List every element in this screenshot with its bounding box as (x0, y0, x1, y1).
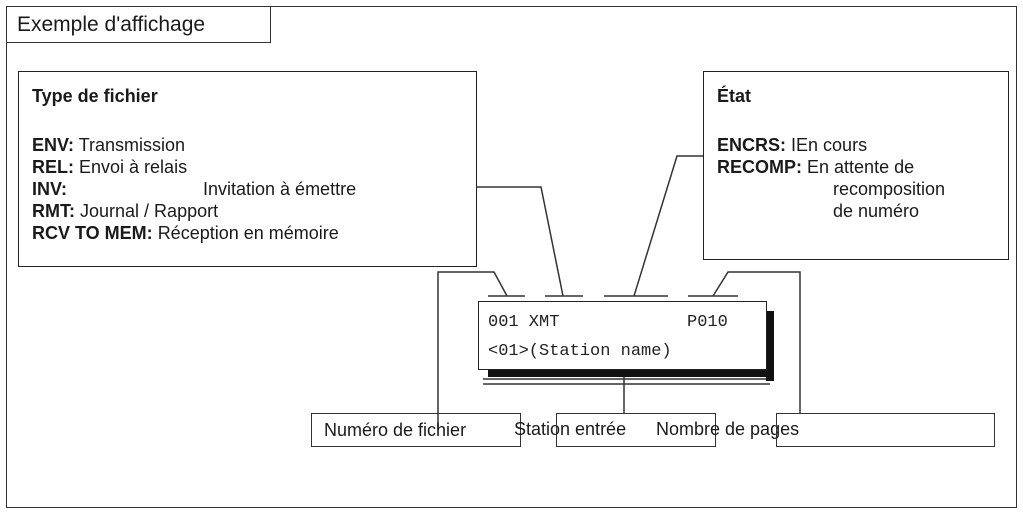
status-row-encrs: ENCRS: IEn cours (717, 134, 867, 156)
lcd-display: 001 XMT P010 <01>(Station name) (478, 301, 767, 370)
status-continuation-2: de numéro (833, 201, 920, 221)
legend-row-env: ENV: Transmission (32, 134, 185, 156)
legend-key: RCV TO MEM: (32, 223, 153, 243)
diagram-frame (6, 6, 1017, 508)
status-heading: État (717, 86, 752, 106)
leader-pages (712, 271, 801, 413)
legend-value: Transmission (78, 135, 186, 155)
label-station-box (556, 413, 716, 447)
status-row-recomp: RECOMP: En attente de (717, 156, 914, 178)
display-line1-left: 001 XMT (488, 313, 560, 332)
label-pages: Nombre de pages (656, 419, 800, 439)
diagram-title: Exemple d'affichage (6, 6, 271, 43)
leader-type (477, 186, 564, 297)
status-key: ENCRS: (717, 135, 787, 155)
display-line1-right: P010 (687, 313, 728, 332)
legend-row-rel: REL: Envoi à relais (32, 156, 187, 178)
legend-key: RMT: (32, 201, 75, 221)
file-type-heading: Type de fichier (32, 86, 158, 106)
display-shadow-bottom (488, 369, 774, 377)
file-type-legend: Type de fichier ENV: Transmission REL: E… (18, 71, 477, 267)
legend-key: INV: (32, 179, 68, 199)
legend-value: Envoi à relais (79, 157, 188, 177)
display-line2: <01>(Station name) (488, 342, 672, 361)
status-key: RECOMP: (717, 157, 802, 177)
legend-key: REL: (32, 157, 74, 177)
display-shadow-right (766, 311, 774, 381)
legend-row-inv: INV: (32, 178, 67, 200)
status-legend: État ENCRS: IEn cours RECOMP: En attente… (703, 71, 1009, 260)
legend-value-inv: Invitation à émettre (203, 179, 357, 199)
legend-row-rcv: RCV TO MEM: Réception en mémoire (32, 222, 339, 244)
legend-key: ENV: (32, 135, 75, 155)
legend-value: Journal / Rapport (80, 201, 219, 221)
label-file-number: Numéro de fichier (311, 413, 521, 447)
status-continuation-1: recomposition (833, 179, 946, 199)
legend-value: Réception en mémoire (157, 223, 339, 243)
label-station: Station entrée (514, 419, 627, 439)
leader-file-number (437, 271, 508, 430)
status-value: IEn cours (791, 135, 868, 155)
label-pages-box (776, 413, 995, 447)
legend-row-rmt: RMT: Journal / Rapport (32, 200, 218, 222)
status-value: En attente de (807, 157, 915, 177)
leader-etat (633, 155, 703, 297)
